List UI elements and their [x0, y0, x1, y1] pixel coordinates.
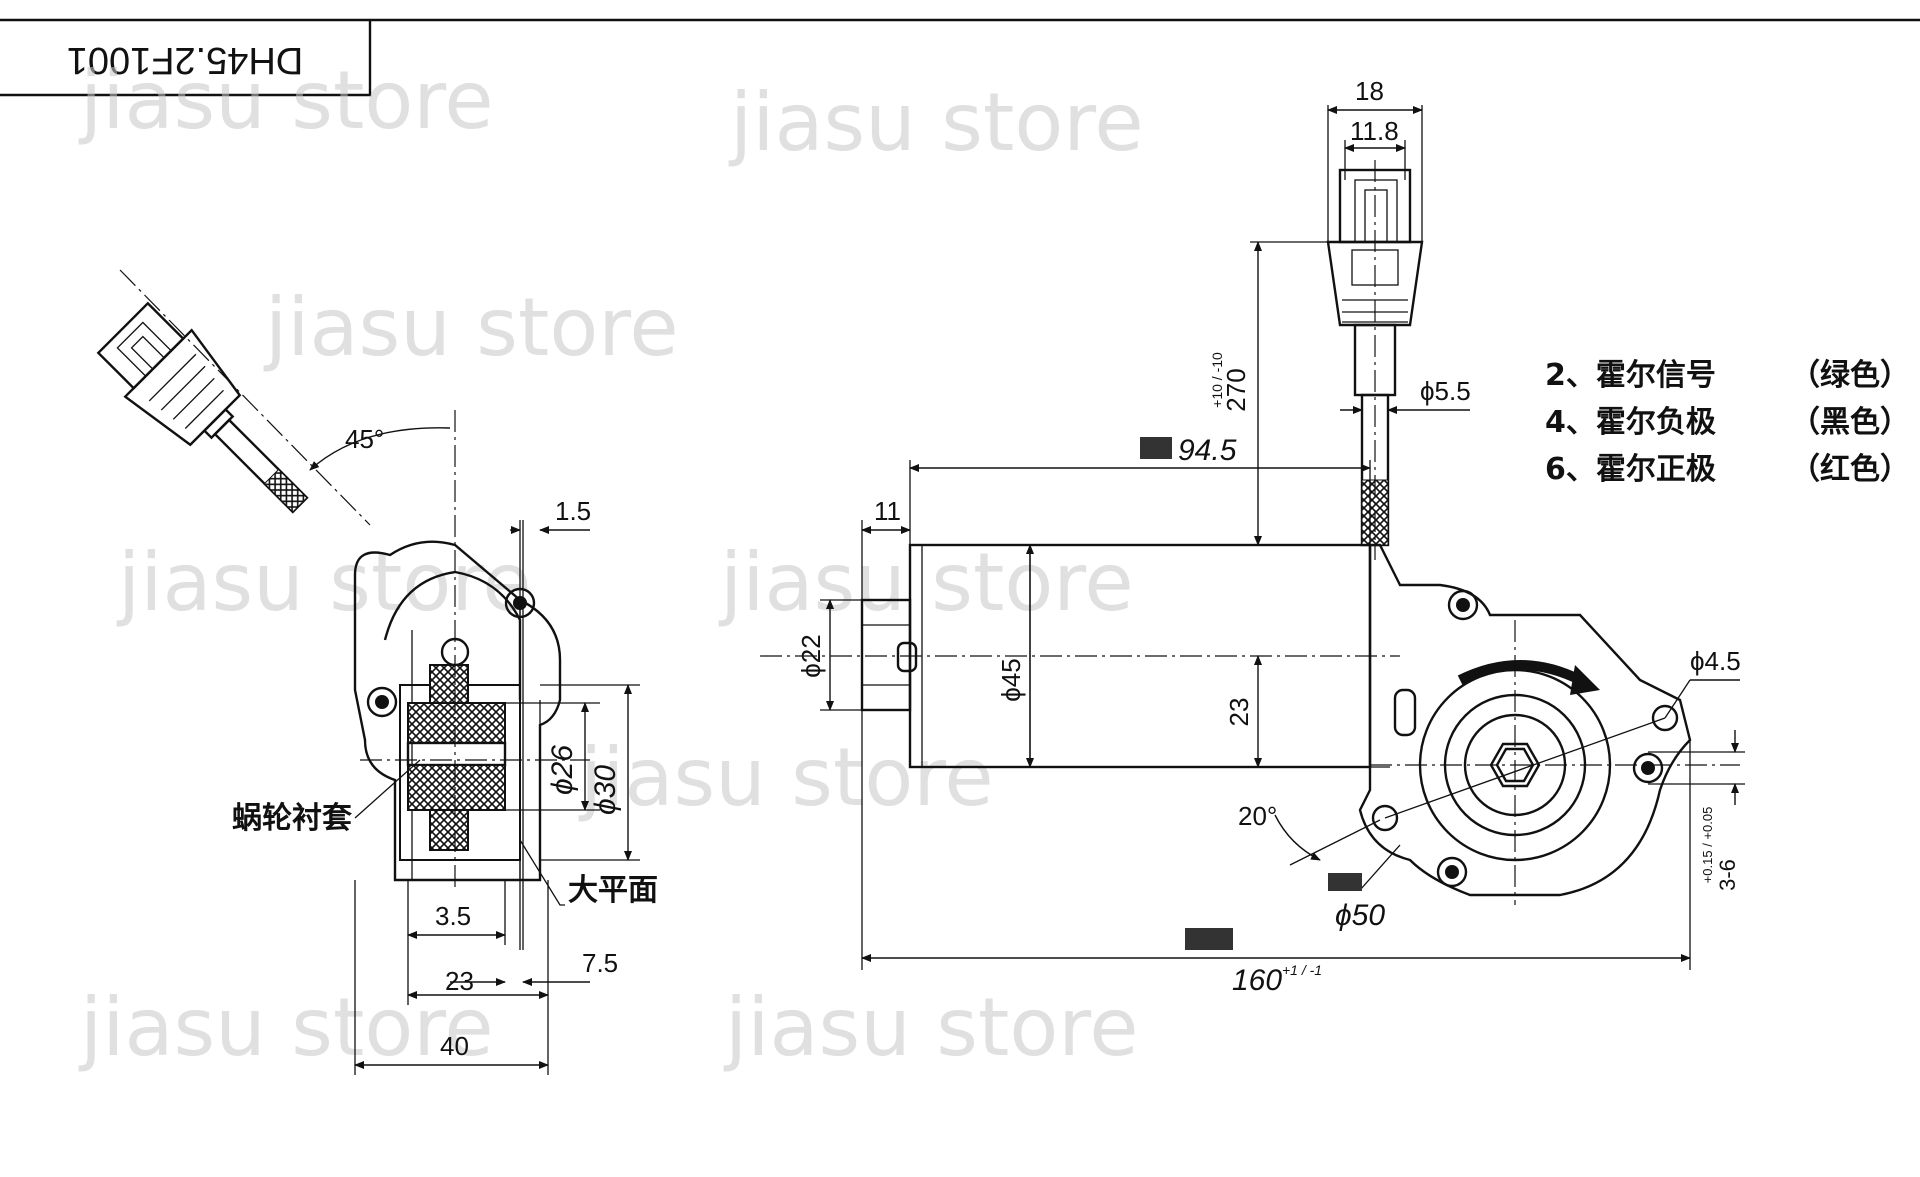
front-dim-160: 160 — [1232, 964, 1282, 997]
side-dim-phi30: ϕ30 — [589, 765, 622, 815]
watermark: jiasu store — [78, 54, 494, 147]
legend-pin-2: 2、霍尔信号 — [1545, 358, 1716, 393]
drawing-code: DH45.2F1001 — [67, 39, 304, 81]
side-dim-3-5: 3.5 — [435, 901, 471, 931]
front-dim-phi50: ϕ50 — [1335, 899, 1385, 932]
front-dim-phi22: ϕ22 — [796, 634, 826, 677]
front-dim-phi5-5: ϕ5.5 — [1420, 376, 1471, 406]
front-dim-phi45: ϕ45 — [996, 658, 1026, 701]
watermark: jiasu store — [723, 981, 1139, 1074]
watermark: jiasu store — [578, 731, 994, 824]
front-angle-20: 20° — [1238, 801, 1277, 831]
front-dim-11-8: 11.8 — [1350, 116, 1399, 146]
front-view: 18 11.8 270 +10 / -10 ϕ5.5 94.5 11 — [760, 76, 1745, 997]
wire-legend: 2、霍尔信号 （绿色） 4、霍尔负极 （黑色） 6、霍尔正极 （红色） — [1545, 358, 1910, 487]
front-dim-3-6: 3-6 — [1715, 859, 1740, 891]
side-view: 45° 1.5 ϕ26 ϕ30 蜗轮衬套 大平面 3.5 7.5 23 40 — [96, 269, 658, 1075]
side-dim-40: 40 — [440, 1031, 469, 1061]
side-dim-23: 23 — [445, 966, 474, 996]
watermark-layer: jiasu store jiasu store jiasu store jias… — [78, 54, 1144, 1074]
front-dim-3-6-tol: +0.15 / +0.05 — [1700, 807, 1715, 884]
legend-pin-6: 6、霍尔正极 — [1545, 452, 1716, 487]
front-dim-270: 270 — [1221, 368, 1251, 411]
label-big-flat: 大平面 — [568, 873, 658, 908]
legend-color-6: （红色） — [1790, 452, 1910, 487]
front-dim-270-tol: +10 / -10 — [1209, 352, 1225, 408]
front-dim-phi4-5: ϕ4.5 — [1690, 646, 1741, 676]
side-dim-phi26: ϕ26 — [546, 745, 579, 795]
legend-pin-4: 4、霍尔负极 — [1545, 405, 1716, 440]
side-dim-1-5: 1.5 — [555, 496, 591, 526]
front-dim-11: 11 — [874, 496, 901, 526]
side-angle-45: 45° — [345, 424, 384, 454]
watermark: jiasu store — [263, 281, 679, 374]
watermark: jiasu store — [116, 536, 532, 629]
side-connector — [96, 301, 309, 514]
front-dim-94-5: 94.5 — [1178, 434, 1237, 467]
watermark: jiasu store — [728, 76, 1144, 169]
front-dim-23: 23 — [1224, 698, 1254, 727]
label-worm-bushing: 蜗轮衬套 — [232, 801, 352, 836]
front-dim-18: 18 — [1355, 76, 1384, 106]
side-dim-7-5: 7.5 — [582, 948, 618, 978]
title-frame: DH45.2F1001 — [0, 18, 1920, 97]
legend-color-4: （黑色） — [1790, 405, 1910, 440]
front-dim-160-tol: +1 / -1 — [1282, 962, 1322, 978]
legend-color-2: （绿色） — [1790, 358, 1910, 393]
watermark: jiasu store — [718, 536, 1134, 629]
